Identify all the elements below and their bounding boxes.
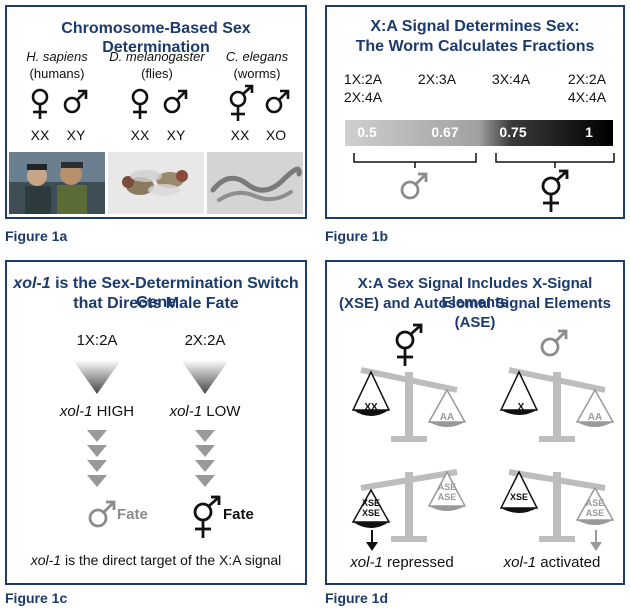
male-range-bracket [353, 153, 477, 168]
male-symbol-icon [265, 89, 290, 114]
hermaphrodite-fate-label: Fate [223, 506, 254, 523]
fraction-value: 0.5 [357, 124, 377, 140]
panel-1a: Chromosome-Based Sex Determination H. sa… [5, 5, 307, 219]
arrow-down-icon [590, 530, 602, 551]
species-name-worm: C. elegans [225, 49, 289, 64]
balance-scale-icon [499, 367, 615, 442]
footer-text: is the direct target of the X:A signal [61, 552, 282, 568]
pan-label: X [517, 402, 525, 413]
panel-1b: X:A Signal Determines Sex: The Worm Calc… [325, 5, 625, 219]
pan-label: ASE [437, 492, 457, 502]
ratio-label: 2X:4A [343, 89, 383, 105]
figure-caption-1d: Figure 1d [325, 590, 389, 606]
fly-photo [108, 152, 204, 214]
species-name-human: H. sapiens [26, 49, 88, 64]
ratio-label: 3X:4A [491, 71, 531, 87]
big-arrow-down-icon [73, 360, 121, 394]
result-activated: xol-1 activated [485, 554, 619, 571]
ratio-label: 1X:2A [343, 71, 383, 87]
result-repressed: xol-1 repressed [337, 554, 467, 571]
pan-label: XX [364, 402, 378, 413]
genotype-human-male: XY [66, 127, 86, 143]
panel-1d: X:A Sex Signal Includes X-Signal Element… [325, 260, 625, 585]
species-common-worm: (worms) [233, 66, 281, 81]
panel-1c-title-line2: that Directs Male Fate [73, 295, 239, 312]
figure-caption-1c: Figure 1c [5, 590, 68, 606]
pan-label: ASE [585, 508, 605, 518]
ratio-label: 4X:4A [567, 89, 607, 105]
worm-photo [207, 152, 303, 214]
species-common-human: (humans) [29, 66, 85, 81]
figure-caption-1a: Figure 1a [5, 228, 68, 244]
gene-name: xol-1 [503, 554, 537, 571]
balance-scale-icon [499, 469, 615, 542]
chevron-stack-icon [195, 430, 215, 487]
gradient-bar [345, 120, 613, 146]
panel-1b-title-line2: The Worm Calculates Fractions [355, 38, 595, 55]
ratio-label: 2X:3A [417, 71, 457, 87]
pan-label: ASE [585, 498, 605, 508]
gene-name: xol-1 [59, 403, 93, 420]
pan-label: AA [439, 412, 455, 423]
panel-1d-title-line2: (XSE) and Autosomal Signal Elements (ASE… [339, 295, 611, 331]
human-photo [9, 152, 105, 214]
title-text: is the Sex-Determination Switch Gene [50, 275, 299, 311]
xol1-low-label: xol-1 LOW [155, 403, 255, 420]
genotype-worm-female: XX [230, 127, 250, 143]
balance-scale-icon [351, 469, 467, 542]
pan-label: AA [587, 412, 603, 423]
pan-label: ASE [437, 482, 457, 492]
genotype-fly-male: XY [166, 127, 186, 143]
fraction-value: 0.67 [431, 124, 459, 140]
hermaphrodite-symbol-icon [229, 84, 254, 121]
fraction-value: 1 [585, 124, 593, 140]
male-symbol-icon [163, 89, 188, 114]
panel-1c: xol-1 is the Sex-Determination Switch Ge… [5, 260, 307, 585]
panel-1c-title-line1: xol-1 is the Sex-Determination Switch Ge… [7, 274, 305, 312]
panel-1a-title: Chromosome-Based Sex Determination [61, 20, 251, 56]
male-symbol-icon [540, 329, 568, 357]
level-text: LOW [202, 403, 241, 420]
level-text: HIGH [92, 403, 135, 420]
hermaphrodite-symbol-icon [193, 495, 221, 538]
panel-1d-title-line1: X:A Sex Signal Includes X-Signal Element… [357, 275, 593, 311]
ratio-label-left: 1X:2A [76, 332, 118, 349]
xol1-high-label: xol-1 HIGH [47, 403, 147, 420]
panel-1c-footer: xol-1 is the direct target of the X:A si… [7, 552, 305, 568]
male-fate-label: Fate [117, 506, 148, 523]
panel-1b-title-line1: X:A Signal Determines Sex: [370, 18, 580, 35]
pan-label: XSE [509, 492, 528, 502]
species-common-fly: (flies) [141, 66, 173, 81]
fraction-value: 0.75 [499, 124, 527, 140]
gene-name: xol-1 [350, 554, 383, 571]
hermaphrodite-symbol-icon [395, 323, 423, 366]
chevron-stack-icon [87, 430, 107, 487]
figure-caption-1b: Figure 1b [325, 228, 389, 244]
male-symbol-icon [63, 89, 88, 114]
species-name-fly: D. melanogaster [109, 49, 205, 64]
big-arrow-down-icon [181, 360, 229, 394]
genotype-fly-female: XX [130, 127, 150, 143]
male-symbol-icon [88, 500, 116, 528]
arrow-down-icon [366, 530, 378, 551]
pan-label: XSE [361, 508, 380, 518]
balance-scale-icon [351, 367, 467, 442]
hermaphrodite-symbol-icon [541, 169, 569, 212]
gene-name: xol-1 [30, 552, 62, 568]
hermaphrodite-range-bracket [495, 153, 615, 168]
ratio-label: 2X:2A [567, 71, 607, 87]
female-symbol-icon [31, 88, 49, 119]
gene-name: xol-1 [13, 275, 51, 292]
genotype-human-female: XX [30, 127, 50, 143]
genotype-worm-male: XO [265, 127, 287, 143]
female-symbol-icon [131, 88, 149, 119]
male-symbol-icon [400, 172, 428, 200]
gene-name: xol-1 [169, 403, 203, 420]
pan-label: XSE [361, 498, 380, 508]
result-text: activated [536, 554, 601, 571]
ratio-label-right: 2X:2A [184, 332, 226, 349]
result-text: repressed [382, 554, 454, 571]
